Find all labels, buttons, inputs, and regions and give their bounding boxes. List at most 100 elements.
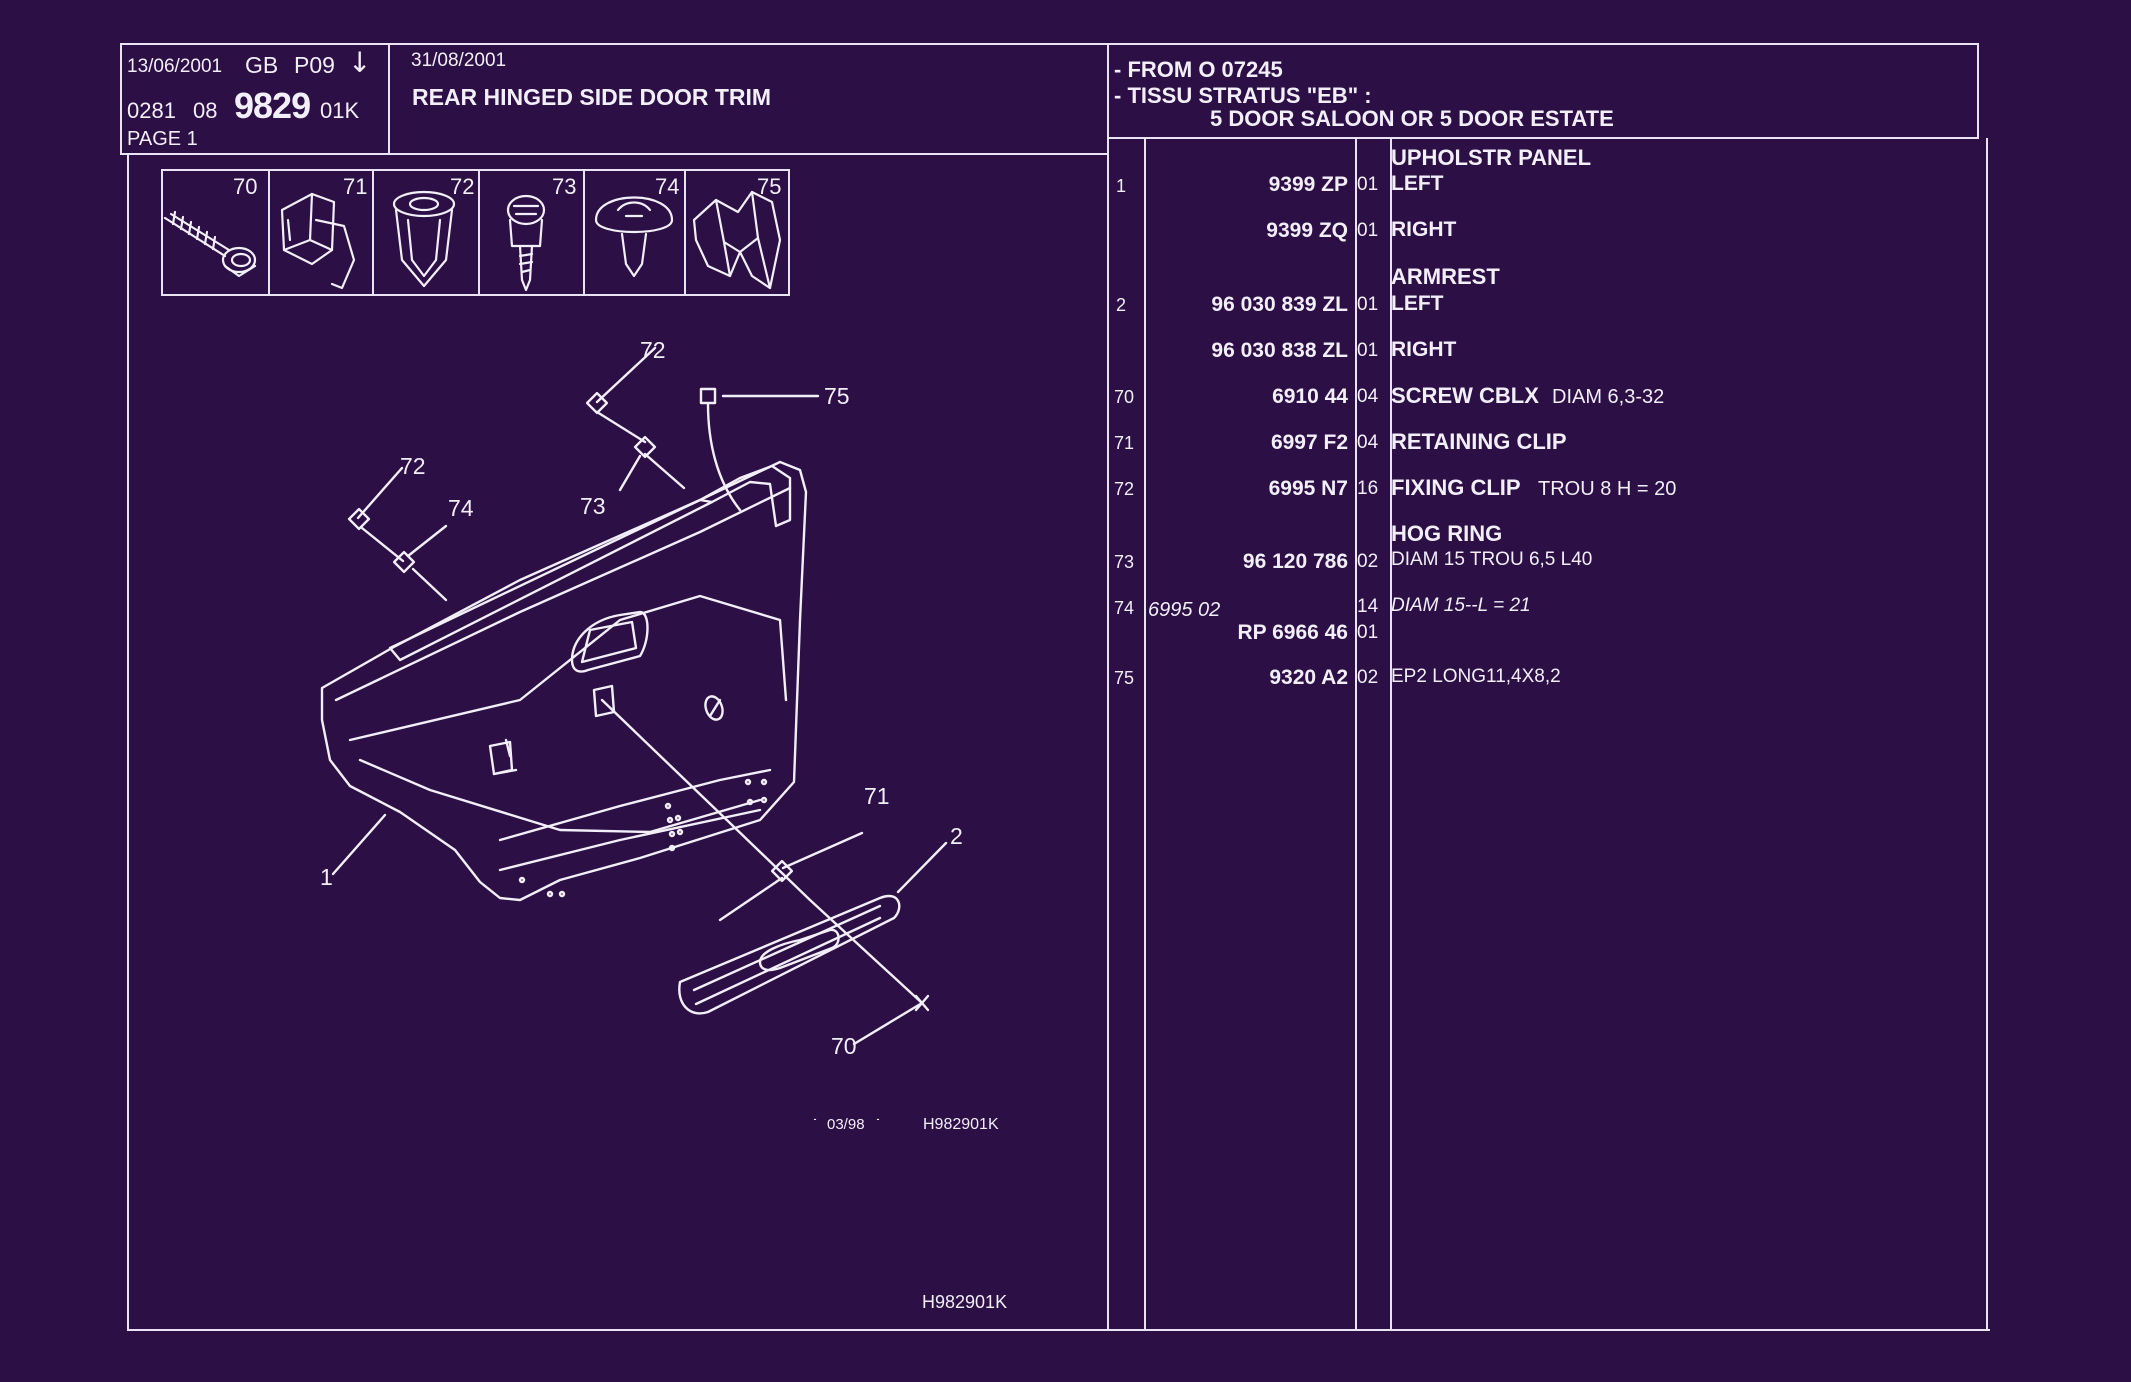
print-date: 13/06/2001 — [127, 56, 223, 77]
icon-ref-73: 73 — [552, 174, 577, 199]
frame-top-right — [1107, 43, 1979, 45]
callout-1: 1 — [320, 864, 333, 890]
frame-top-left — [120, 43, 1107, 45]
part-number: 6997 F2 — [1270, 431, 1348, 454]
part-desc: SCREW CBLX — [1391, 383, 1539, 408]
part-qty: 01 — [1357, 220, 1379, 241]
leader-lines — [331, 346, 948, 1046]
right-header-bottom-line — [1107, 137, 1979, 139]
icon-ref-72: 72 — [450, 174, 475, 199]
part-qty: 04 — [1357, 432, 1379, 453]
frame-right — [1977, 43, 1979, 138]
application-line-3: 5 DOOR SALOON OR 5 DOOR ESTATE — [1210, 106, 1614, 131]
part-desc: LEFT — [1391, 292, 1444, 315]
part-qty: 01 — [1357, 622, 1379, 643]
part-number: RP 6966 46 — [1237, 621, 1348, 644]
col-divider-b — [1355, 138, 1357, 1330]
frame-bottom — [127, 1329, 1990, 1331]
part-qty: 01 — [1357, 174, 1379, 195]
part-index: 71 — [1114, 433, 1135, 453]
center-divider — [1107, 43, 1109, 1330]
page-title: REAR HINGED SIDE DOOR TRIM — [412, 84, 772, 110]
callout-72-left: 72 — [400, 453, 426, 479]
part-number: 6995 N7 — [1268, 477, 1348, 500]
part-index: 70 — [1114, 387, 1135, 407]
stamp-date: 03/98 — [827, 1116, 865, 1133]
part-index: 72 — [1114, 479, 1135, 499]
callout-71: 71 — [864, 783, 890, 809]
part-number: 9399 ZQ — [1266, 219, 1348, 242]
code-line-a: 0281 — [127, 98, 176, 123]
part-qty: 02 — [1357, 551, 1379, 572]
screw-icon — [163, 210, 257, 278]
update-date: 31/08/2001 — [411, 50, 507, 71]
icon-ref-74: 74 — [655, 174, 680, 199]
arrow-down-icon: ↓ — [348, 46, 372, 79]
part-spec: DIAM 15 TROU 6,5 L40 — [1391, 549, 1593, 570]
part-desc: RIGHT — [1391, 338, 1457, 361]
hog-ring-icon — [506, 194, 546, 292]
icon-divider — [372, 169, 374, 296]
part-qty: 02 — [1357, 667, 1379, 688]
part-spec: EP2 LONG11,4X8,2 — [1391, 666, 1561, 687]
application-line-2: - TISSU STRATUS "EB" : — [1114, 83, 1372, 108]
stamp-ref: H982901K — [923, 1116, 999, 1133]
frame-left-lower — [127, 155, 129, 1330]
footer-ref: H982901K — [922, 1292, 1008, 1312]
icon-divider — [684, 169, 686, 296]
icon-ref-75: 75 — [757, 174, 782, 199]
part-index: 75 — [1114, 668, 1135, 688]
callout-70: 70 — [831, 1033, 857, 1059]
part-number: 96 030 838 ZL — [1211, 339, 1348, 362]
part-number: 6910 44 — [1272, 385, 1348, 408]
frame-right-lower — [1986, 138, 1988, 1330]
door-panel-drawing — [320, 460, 808, 902]
retaining-clip-icon — [280, 192, 356, 290]
group-number: 9829 — [234, 85, 311, 126]
icon-ref-70: 70 — [233, 174, 258, 199]
code-line-b: 08 — [193, 98, 218, 123]
callout-73: 73 — [580, 493, 606, 519]
part-index: 73 — [1114, 552, 1135, 572]
part-desc: FIXING CLIP — [1391, 475, 1521, 500]
mushroom-clip-icon — [594, 196, 674, 278]
part-number: 9320 A2 — [1269, 666, 1348, 689]
part-number: 96 120 786 — [1242, 550, 1348, 573]
door-trim-diagram: 72 75 72 74 73 71 2 1 70 — [320, 337, 963, 1120]
callout-74: 74 — [448, 495, 474, 521]
part-qty: 04 — [1357, 386, 1379, 407]
part-qty: 01 — [1357, 294, 1379, 315]
part-index: 1 — [1116, 176, 1127, 196]
fixing-clip-icon — [392, 190, 456, 288]
icon-strip — [161, 169, 790, 296]
callout-75: 75 — [824, 383, 850, 409]
frame-left — [120, 43, 122, 155]
header-bottom-line — [120, 153, 1107, 155]
spring-clip-icon — [692, 190, 782, 290]
diagram-callouts: 72 75 72 74 73 71 2 1 70 — [320, 337, 963, 1059]
part-number: 96 030 839 ZL — [1211, 293, 1348, 316]
market-code: GB — [245, 52, 279, 78]
callout-2: 2 — [950, 823, 963, 849]
callout-72-top: 72 — [640, 337, 666, 363]
armrest-drawing — [678, 894, 901, 1015]
part-qty: 01 — [1357, 340, 1379, 361]
col-divider-a — [1144, 138, 1146, 1330]
part-desc: ARMREST — [1391, 264, 1500, 289]
part-desc: LEFT — [1391, 172, 1444, 195]
part-desc: HOG RING — [1391, 521, 1503, 546]
header-divider-1 — [388, 43, 390, 153]
icon-divider — [268, 169, 270, 296]
part-desc: UPHOLSTR PANEL — [1391, 145, 1592, 170]
icon-divider — [583, 169, 585, 296]
icon-ref-71: 71 — [343, 174, 368, 199]
variant-code: 01K — [320, 98, 360, 123]
part-desc: RETAINING CLIP — [1391, 429, 1567, 454]
part-qty: 16 — [1357, 478, 1379, 499]
part-qty: 14 — [1357, 596, 1379, 617]
col-divider-c — [1390, 138, 1392, 1330]
part-spec: DIAM 15--L = 21 — [1391, 595, 1531, 616]
part-index: 74 — [1114, 598, 1135, 618]
page-code: P09 — [294, 52, 335, 78]
part-number: 9399 ZP — [1268, 173, 1348, 196]
